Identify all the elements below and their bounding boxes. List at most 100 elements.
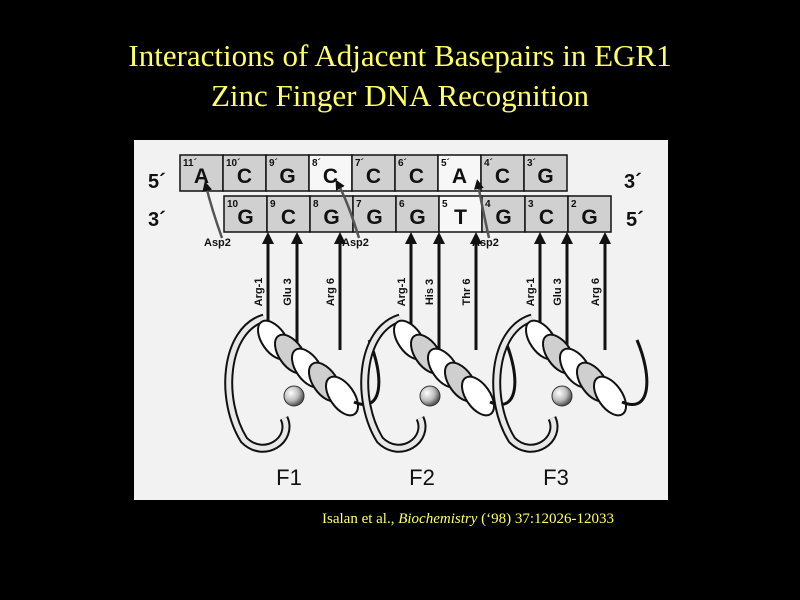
bottom-strand-cell-base: G: [495, 206, 511, 229]
citation-details: (‘98) 37:12026-12033: [477, 511, 615, 527]
zinc-finger-ribbon: [360, 313, 517, 453]
bottom-strand-cell-index: 2: [571, 199, 577, 210]
residue-label: Thr 6: [461, 279, 473, 306]
diagram-svg: 11´A10´C9´G8´C7´C6´C5´A4´C3´G 10G9C8G7G6…: [148, 154, 649, 490]
top-strand-cell: 7´C: [351, 154, 396, 192]
bottom-strand-cell-base: G: [323, 206, 339, 229]
bottom-strand-cell-box: [395, 195, 440, 233]
top-strand-cell: 8´C: [308, 154, 353, 192]
finger-label-f1: F1: [276, 465, 302, 490]
alpha-helix-turn: [593, 375, 627, 417]
bottom-strand-cell-base: G: [409, 206, 425, 229]
linker-strand: [621, 339, 649, 406]
asp2-arrow-f2: [335, 179, 361, 239]
top-strand-cell-box: [179, 154, 224, 192]
citation: Isalan et al., Biochemistry (‘98) 37:120…: [322, 511, 614, 528]
beta-hairpin: [494, 315, 557, 451]
top-strand-cell-index: 4´: [484, 158, 493, 169]
residue-label: Arg-1: [253, 278, 265, 307]
bottom-strand-cell: 5T: [438, 195, 483, 233]
residue-label: Glu 3: [282, 278, 294, 306]
alpha-helix-turn: [325, 375, 359, 417]
beta-hairpin: [226, 315, 289, 451]
residue-label: Arg-1: [525, 278, 537, 307]
zinc-finger-ribbon: [224, 313, 381, 453]
residue-label: Arg 6: [590, 278, 602, 306]
bottom-strand-cell: 4G: [481, 195, 526, 233]
residue-label: His 3: [424, 279, 436, 305]
bottom-strand-end-right: 5´: [626, 209, 644, 231]
top-strand-cell-box: [222, 154, 267, 192]
bottom-strand-cell-index: 5: [442, 199, 448, 210]
top-strand-cell-index: 5´: [441, 158, 450, 169]
zinc-ion: [419, 385, 441, 407]
title-line-1: Interactions of Adjacent Basepairs in EG…: [128, 38, 672, 73]
top-strand-cell-index: 9´: [269, 158, 278, 169]
top-strand-cell: 9´G: [265, 154, 310, 192]
top-strand-cell-base: C: [237, 165, 252, 188]
top-strand-cell-index: 3´: [527, 158, 536, 169]
residue-label: Glu 3: [552, 278, 564, 306]
bottom-strand-cell-index: 4: [485, 199, 491, 210]
bottom-strand-cell: 7G: [352, 195, 397, 233]
finger-label-f3: F3: [543, 465, 569, 490]
title-line-2: Zinc Finger DNA Recognition: [211, 78, 589, 113]
bottom-strand-cell-box: [438, 195, 483, 233]
bottom-strand-cell-index: 9: [270, 199, 276, 210]
top-strand-cell-box: [308, 154, 353, 192]
bottom-strand-end-left: 3´: [148, 209, 166, 231]
bottom-strand-cell-box: [352, 195, 397, 233]
finger-label-f2: F2: [409, 465, 435, 490]
top-strand-cell: 6´C: [394, 154, 439, 192]
bottom-strand-cell-index: 7: [356, 199, 362, 210]
bottom-strand-cell-base: C: [539, 206, 554, 229]
residue-label: Arg 6: [325, 278, 337, 306]
top-strand-cell-index: 11´: [183, 158, 197, 169]
citation-journal: Biochemistry: [398, 511, 478, 527]
zinc-finger-ribbon: [492, 313, 649, 453]
bottom-strand-cell: 10G: [223, 195, 268, 233]
bottom-strand-cell-index: 10: [227, 199, 239, 210]
top-strand-cell-box: [394, 154, 439, 192]
residue-label: Arg-1: [396, 278, 408, 307]
beta-hairpin: [362, 315, 425, 451]
top-strand-cell: 5´A: [437, 154, 482, 192]
bottom-strand-cell-base: T: [454, 206, 467, 229]
top-strand-cell: 10´C: [222, 154, 267, 192]
residue-label-asp2: Asp2: [204, 237, 231, 249]
top-strand-cell: 4´C: [480, 154, 525, 192]
bottom-strand-cell-index: 6: [399, 199, 405, 210]
bottom-strand-cell: 3C: [524, 195, 569, 233]
top-strand-cell-base: C: [409, 165, 424, 188]
bottom-strand-cell: 2G: [567, 195, 612, 233]
bottom-strand-cell-index: 8: [313, 199, 319, 210]
top-strand-cell-base: A: [452, 165, 467, 188]
residue-label-asp2: Asp2: [472, 237, 499, 249]
bottom-strand-cell-box: [567, 195, 612, 233]
top-strand-cell-base: C: [323, 165, 338, 188]
bottom-strand-cell-base: C: [281, 206, 296, 229]
top-strand-cell-index: 6´: [398, 158, 407, 169]
top-strand-end-right: 3´: [624, 171, 642, 193]
bottom-strand-cell-index: 3: [528, 199, 534, 210]
top-strand-cell-index: 7´: [355, 158, 364, 169]
top-strand-cell: 11´A: [179, 154, 224, 192]
bottom-strand-cell: 9C: [266, 195, 311, 233]
asp2-arrow-f3: [473, 179, 491, 239]
bottom-strand-cell-box: [524, 195, 569, 233]
top-strand-end-left: 5´: [148, 171, 166, 193]
top-strand-cell-box: [523, 154, 568, 192]
zinc-ion: [551, 385, 573, 407]
zinc-ion: [283, 385, 305, 407]
top-strand-cell-base: G: [537, 165, 553, 188]
bottom-strand-cell-base: G: [366, 206, 382, 229]
top-strand-cell-box: [480, 154, 525, 192]
bottom-strand-cell: 6G: [395, 195, 440, 233]
bottom-strand-cell-base: G: [581, 206, 597, 229]
asp2-contact-arrows: [202, 179, 491, 239]
slide-title: Interactions of Adjacent Basepairs in EG…: [0, 36, 800, 116]
top-strand-cell-base: C: [366, 165, 381, 188]
